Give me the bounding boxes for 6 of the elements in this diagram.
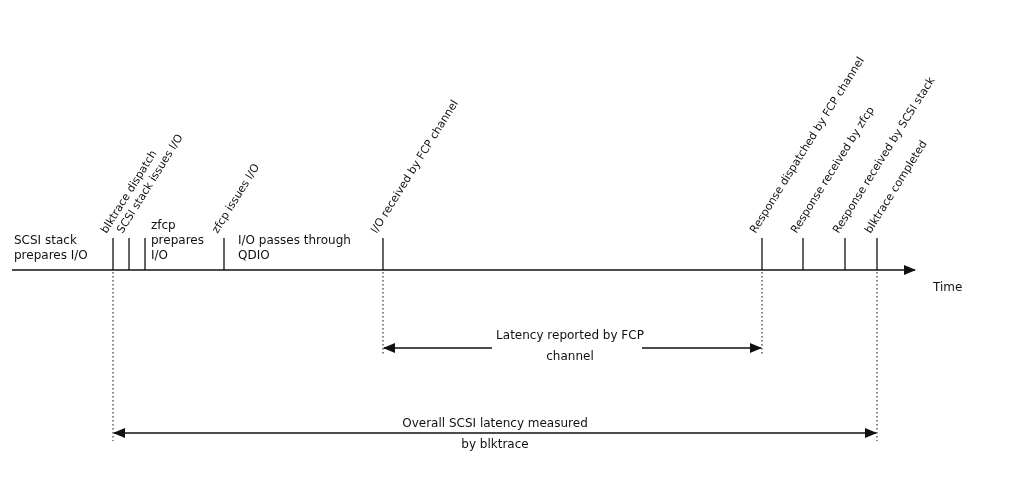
- phase-label: I/O passes through QDIO: [238, 233, 352, 263]
- dimension-label: Overall SCSI latency measured by blktrace: [401, 415, 589, 453]
- phase-label: SCSI stack prepares I/O: [14, 233, 89, 263]
- axis-label: Time: [933, 280, 964, 295]
- phase-label: zfcp prepares I/O: [151, 218, 205, 263]
- dimension-label: Latency reported by FCP channel: [495, 327, 645, 365]
